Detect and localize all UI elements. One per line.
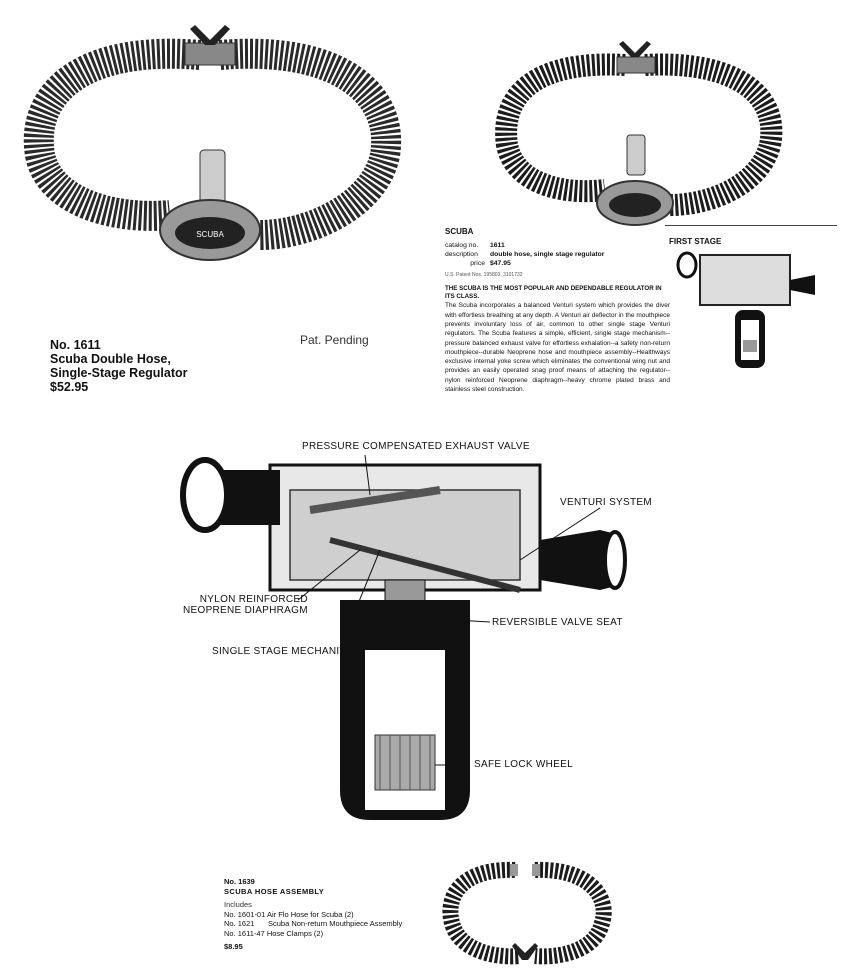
list-item: No. 1611-47 Hose Clamps (2)	[224, 929, 402, 939]
list-item: No. 1621 Scuba Non-return Mouthpiece Asse…	[224, 919, 402, 929]
product-1639-block: No. 1639 SCUBA HOSE ASSEMBLY Includes No…	[224, 877, 402, 952]
entry-body: The Scuba incorporates a balanced Ventur…	[445, 302, 670, 394]
product-name: Scuba Double Hose,	[50, 352, 171, 366]
brand-logo: SCUBA	[196, 230, 224, 239]
price-value: $47.95	[490, 260, 511, 268]
label-diaphragm-line1: NYLON REINFORCED	[199, 594, 308, 605]
product-1611-block: No. 1611 Scuba Double Hose, Single-Stage…	[50, 338, 188, 394]
patent-numbers: U.S. Patent Nos. 195803, 3101732	[445, 272, 523, 279]
catalog-value: 1611	[490, 242, 505, 250]
catalog-entry: SCUBA catalog no. 1611 description double …	[445, 227, 670, 394]
includes-list: No. 1601-01 Air Flo Hose for Scuba (2) N…	[224, 910, 402, 939]
item-description: Hose Clamps (2)	[266, 928, 324, 938]
label-diaphragm-line2: NEOPRENE DIAPHRAGM	[183, 605, 308, 616]
label-mechanism: SINGLE STAGE MECHANISM	[212, 646, 356, 657]
entry-headline: THE SCUBA IS THE MOST POPULAR AND DEPEND…	[445, 285, 662, 301]
item-description: Air Flo Hose for Scuba (2)	[266, 909, 354, 919]
catalog-label: catalog no.	[445, 242, 479, 250]
product-name: SCUBA HOSE ASSEMBLY	[224, 886, 325, 896]
label-lock-wheel: SAFE LOCK WHEEL	[474, 759, 573, 770]
product-number: No. 1611	[50, 338, 101, 352]
item-description: Scuba Non-return Mouthpiece Assembly	[268, 919, 403, 928]
label-venturi-system: VENTURI SYSTEM	[560, 497, 652, 508]
product-number: No. 1639	[224, 877, 255, 886]
patent-pending: Pat. Pending	[300, 333, 369, 347]
includes-label: Includes	[224, 900, 252, 909]
divider	[665, 225, 837, 226]
description-value: double hose, single stage regulator	[490, 251, 605, 259]
regulator-photo-large: SCUBA	[23, 25, 402, 261]
hose-assembly-photo	[442, 861, 612, 965]
price-label: price	[470, 260, 485, 268]
product-price: $52.95	[50, 380, 89, 394]
description-label: description	[445, 251, 478, 259]
cutaway-diagram	[180, 454, 627, 820]
entry-title: SCUBA	[445, 227, 474, 236]
item-number: No. 1621	[224, 919, 255, 928]
item-number: No. 1601-01	[224, 909, 266, 919]
label-valve-seat: REVERSIBLE VALVE SEAT	[492, 617, 623, 628]
first-stage-mini-diagram	[676, 251, 815, 368]
product-name: Single-Stage Regulator	[50, 366, 188, 380]
item-number: No. 1611-47	[224, 928, 265, 938]
list-item: No. 1601-01 Air Flo Hose for Scuba (2)	[224, 910, 402, 920]
first-stage-title: FIRST STAGE	[669, 237, 722, 246]
label-exhaust-valve: PRESSURE COMPENSATED EXHAUST VALVE	[302, 441, 530, 452]
regulator-photo-small	[495, 41, 783, 226]
product-price: $8.95	[224, 942, 243, 951]
